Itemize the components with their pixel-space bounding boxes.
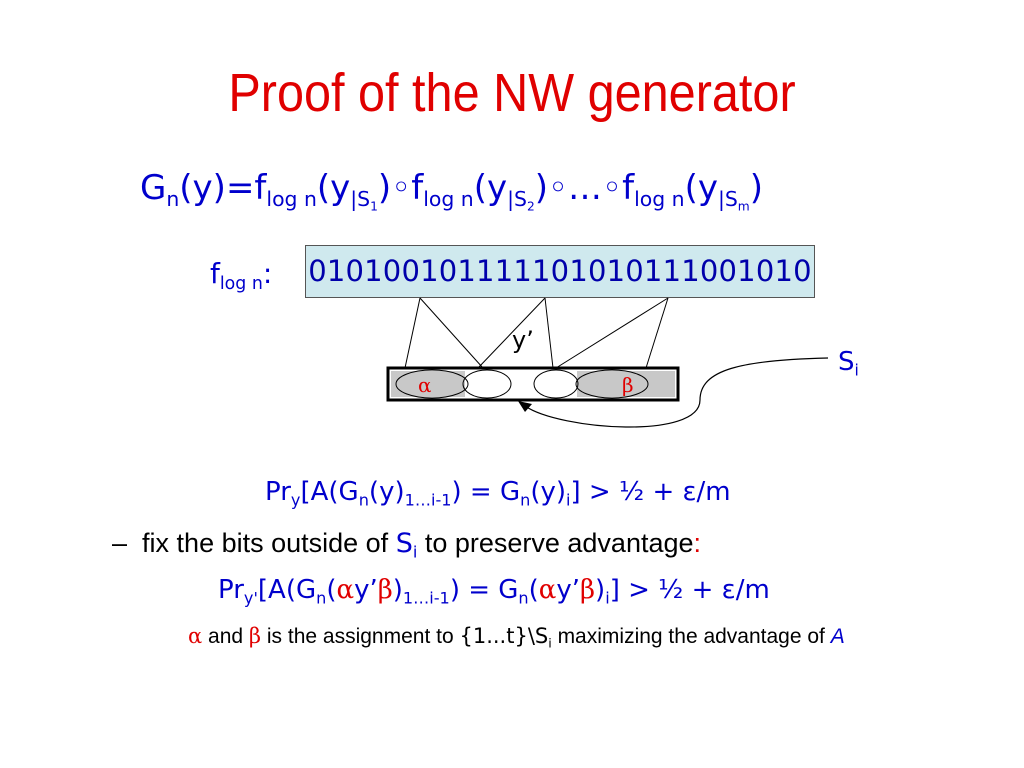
- slide-title: Proof of the NW generator: [228, 63, 796, 123]
- si-label: Si: [838, 347, 859, 380]
- subset-ovals: [395, 369, 649, 399]
- si-arrow-head: [518, 401, 532, 412]
- beta-symbol: β: [622, 373, 634, 397]
- probability-statement-2: Pry'[A(Gn(αy’β)1…i-1) = Gn(αy’β)i] > ½ +…: [218, 575, 770, 608]
- connection-lines: [404, 297, 669, 369]
- probability-statement-1: Pry[A(Gn(y)1…i-1) = Gn(y)i] > ½ + ε/m: [265, 477, 731, 510]
- assignment-note: α and β is the assignment to {1...t}\Si …: [188, 624, 845, 651]
- alpha-symbol: α: [418, 373, 432, 397]
- y-prime-label: y’: [512, 326, 534, 354]
- function-label: flog n:: [210, 257, 273, 295]
- si-arrow: [524, 357, 829, 428]
- beta-region: [577, 371, 675, 397]
- bullet-fix-bits: – fix the bits outside of Si to preserve…: [112, 528, 702, 562]
- truth-table-bitstring: 010100101111101010111001010: [305, 245, 815, 298]
- generator-equation: Gn(y)=flog n(y|S1)◦flog n(y|S2)◦…◦flog n…: [140, 168, 763, 214]
